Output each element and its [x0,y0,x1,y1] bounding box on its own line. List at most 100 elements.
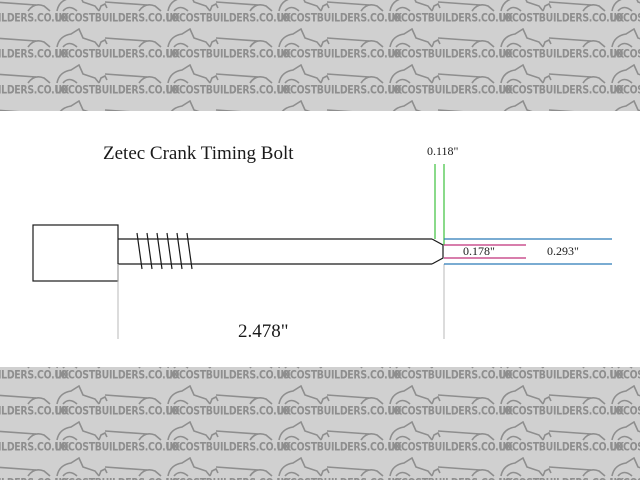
watermark-tile: LOCOSTBUILDERS.CO.UK [53,62,180,98]
diagram-panel: Zetec Crank Timing Bolt 0.118" 0.178" 0.… [0,111,640,367]
kit-car-logo-icon [167,0,273,12]
watermark-text: LOCOSTBUILDERS.CO.UK [55,12,180,26]
kit-car-logo-icon [0,73,51,84]
kit-car-logo-icon [278,385,384,405]
kit-car-logo-icon [56,385,162,405]
watermark-tile: LOCOSTBUILDERS.CO.UK [0,419,69,455]
watermark-text: LOCOSTBUILDERS.CO.UK [610,48,640,62]
watermark-tile: LOCOSTBUILDERS.CO.UK [164,455,291,480]
watermark-tile: LOCOSTBUILDERS.CO.UK [608,419,640,455]
watermark-tile: LOCOSTBUILDERS.CO.UK [497,383,624,419]
kit-car-logo-icon [0,1,51,12]
watermark-text: LOCOSTBUILDERS.CO.UK [0,477,69,480]
watermark-text: LOCOSTBUILDERS.CO.UK [55,84,180,98]
watermark-text: LOCOSTBUILDERS.CO.UK [166,477,291,480]
watermark-tile: LOCOSTBUILDERS.CO.UK [386,0,513,26]
watermark-tile: LOCOSTBUILDERS.CO.UK [164,98,275,111]
kit-car-logo-icon [611,64,640,84]
kit-car-logo-icon [278,457,384,477]
watermark-text: LOCOSTBUILDERS.CO.UK [0,441,69,455]
watermark-tile: LOCOSTBUILDERS.CO.UK [608,98,640,111]
watermark-tile: LOCOSTBUILDERS.CO.UK [608,383,640,419]
inner-diameter-label: 0.178" [463,244,495,258]
watermark-text: LOCOSTBUILDERS.CO.UK [388,369,513,383]
watermark-row: LOCOSTBUILDERS.CO.UKLOCOSTBUILDERS.CO.UK… [0,98,640,111]
watermark-tile: LOCOSTBUILDERS.CO.UK [608,0,640,26]
watermark-text: LOCOSTBUILDERS.CO.UK [277,441,402,455]
watermark-tile: LOCOSTBUILDERS.CO.UK [275,455,402,480]
watermark-row: LOCOSTBUILDERS.CO.UKLOCOSTBUILDERS.CO.UK… [0,26,640,62]
watermark-row: LOCOSTBUILDERS.CO.UKLOCOSTBUILDERS.CO.UK… [0,62,640,98]
watermark-tile: LOCOSTBUILDERS.CO.UK [0,0,69,26]
watermark-text: LOCOSTBUILDERS.CO.UK [166,12,291,26]
kit-car-logo-icon [611,28,640,48]
diagram-title: Zetec Crank Timing Bolt [103,143,294,164]
kit-car-logo-icon [167,28,273,48]
kit-car-logo-icon [611,421,640,441]
watermark-text: LOCOSTBUILDERS.CO.UK [499,369,624,383]
kit-car-logo-icon [611,457,640,477]
watermark-tile: LOCOSTBUILDERS.CO.UK [497,419,624,455]
kit-car-logo-icon [500,28,606,48]
watermark-tile: LOCOSTBUILDERS.CO.UK [275,62,402,98]
watermark-text: LOCOSTBUILDERS.CO.UK [0,12,69,26]
watermark-tile: LOCOSTBUILDERS.CO.UK [386,26,513,62]
kit-car-logo-icon [167,385,273,405]
kit-car-logo-icon [389,0,495,12]
watermark-tile: LOCOSTBUILDERS.CO.UK [164,419,291,455]
watermark-text: LOCOSTBUILDERS.CO.UK [610,84,640,98]
watermark-tile: LOCOSTBUILDERS.CO.UK [164,26,291,62]
watermark-text: LOCOSTBUILDERS.CO.UK [499,48,624,62]
watermark-tile: LOCOSTBUILDERS.CO.UK [53,455,180,480]
watermark-background-bottom: LOCOSTBUILDERS.CO.UKLOCOSTBUILDERS.CO.UK… [0,367,640,480]
kit-car-logo-icon [389,421,495,441]
watermark-tile: LOCOSTBUILDERS.CO.UK [164,62,291,98]
watermark-text: LOCOSTBUILDERS.CO.UK [166,48,291,62]
watermark-tile: LOCOSTBUILDERS.CO.UK [386,419,513,455]
kit-car-logo-icon [389,28,495,48]
watermark-text: LOCOSTBUILDERS.CO.UK [55,441,180,455]
kit-car-logo-icon [503,100,575,111]
kit-car-logo-icon [56,457,162,477]
watermark-text: LOCOSTBUILDERS.CO.UK [499,405,624,419]
bolt-head [32,224,119,282]
kit-car-logo-icon [281,100,353,111]
watermark-text: LOCOSTBUILDERS.CO.UK [388,477,513,480]
kit-car-logo-icon [389,64,495,84]
watermark-text: LOCOSTBUILDERS.CO.UK [388,12,513,26]
watermark-tile: LOCOSTBUILDERS.CO.UK [275,0,402,26]
kit-car-logo-icon [56,421,162,441]
watermark-text: LOCOSTBUILDERS.CO.UK [0,84,69,98]
watermark-text: LOCOSTBUILDERS.CO.UK [610,441,640,455]
kit-car-logo-icon [389,457,495,477]
kit-car-logo-icon [278,421,384,441]
watermark-text: LOCOSTBUILDERS.CO.UK [166,369,291,383]
overall-length-label: 2.478" [238,321,289,342]
watermark-row: LOCOSTBUILDERS.CO.UKLOCOSTBUILDERS.CO.UK… [0,383,640,419]
watermark-text: LOCOSTBUILDERS.CO.UK [499,84,624,98]
watermark-tile: LOCOSTBUILDERS.CO.UK [497,26,624,62]
watermark-tile: LOCOSTBUILDERS.CO.UK [608,367,640,383]
kit-car-logo-icon [59,100,131,111]
watermark-tile: LOCOSTBUILDERS.CO.UK [497,367,624,383]
watermark-tile: LOCOSTBUILDERS.CO.UK [0,98,53,111]
kit-car-logo-icon [167,64,273,84]
watermark-tile: LOCOSTBUILDERS.CO.UK [53,98,164,111]
watermark-tile: LOCOSTBUILDERS.CO.UK [497,98,608,111]
watermark-tile: LOCOSTBUILDERS.CO.UK [0,26,69,62]
watermark-text: LOCOSTBUILDERS.CO.UK [388,441,513,455]
watermark-row: LOCOSTBUILDERS.CO.UKLOCOSTBUILDERS.CO.UK… [0,0,640,26]
kit-car-logo-icon [56,28,162,48]
kit-car-logo-icon [56,64,162,84]
watermark-tile: LOCOSTBUILDERS.CO.UK [275,419,402,455]
watermark-tile: LOCOSTBUILDERS.CO.UK [386,367,513,383]
kit-car-logo-icon [0,466,51,477]
watermark-text: LOCOSTBUILDERS.CO.UK [0,405,69,419]
thread-marks [136,232,193,270]
watermark-text: LOCOSTBUILDERS.CO.UK [277,369,402,383]
watermark-text: LOCOSTBUILDERS.CO.UK [166,441,291,455]
watermark-tile: LOCOSTBUILDERS.CO.UK [164,0,291,26]
watermark-background-top: LOCOSTBUILDERS.CO.UKLOCOSTBUILDERS.CO.UK… [0,0,640,111]
watermark-text: LOCOSTBUILDERS.CO.UK [55,369,180,383]
watermark-tile: LOCOSTBUILDERS.CO.UK [0,383,69,419]
